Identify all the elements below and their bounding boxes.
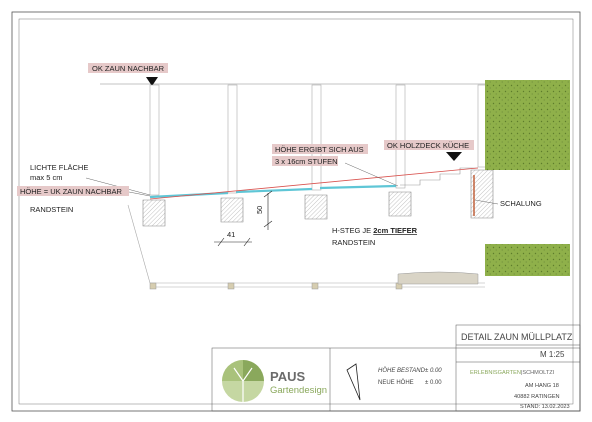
legend-new-label: NEUE HÖHE <box>378 379 414 386</box>
hedge-upper <box>485 80 570 170</box>
label-bg-stufen <box>272 156 338 166</box>
footing <box>388 191 412 217</box>
level-marker-nachbar-icon <box>146 77 158 86</box>
label-h-steg-randstein: RANDSTEIN <box>332 238 375 247</box>
dimension-50-text: 50 <box>255 206 264 214</box>
fence-post <box>311 84 322 191</box>
label-h-steg: H-STEG JE 2cm TIEFER <box>332 226 418 235</box>
label-schalung: SCHALUNG <box>500 199 542 208</box>
label-bg-hoehe-ergibt <box>272 144 368 154</box>
dimension-50 <box>263 190 273 230</box>
hedge-lower <box>485 244 570 276</box>
fence-post <box>395 84 406 189</box>
label-ok-holzdeck: OK HOLZDECK KÜCHE <box>387 141 469 150</box>
fence-posts <box>149 84 488 196</box>
sheet-date: STAND: 13.02.2023 <box>520 404 570 410</box>
label-randstein: RANDSTEIN <box>30 205 73 214</box>
label-hoehe-ergibt: HÖHE ERGIBT SICH AUS <box>275 145 364 154</box>
north-arrow-icon <box>346 363 361 401</box>
sheet-title: DETAIL ZAUN MÜLLPLATZ <box>461 332 573 342</box>
footing <box>142 199 166 227</box>
label-hoehe-uk-zaun: HÖHE = UK ZAUN NACHBAR <box>20 187 122 196</box>
address-city: 40882 RATINGEN <box>514 394 560 400</box>
sheet-scale: M 1:25 <box>540 350 565 359</box>
project-name: ERLEBNISGARTEN|SCHMOLTZI <box>470 370 555 376</box>
paving-stones <box>397 271 479 285</box>
steps-outline <box>400 167 478 186</box>
ground-markers <box>149 282 403 290</box>
label-lichte-flaeche: LICHTE FLÄCHE <box>30 163 88 172</box>
logo-name: PAUS <box>270 369 305 384</box>
legend-existing-value: ± 0.00 <box>425 368 442 374</box>
legend-new-value: ± 0.00 <box>425 380 442 386</box>
dimension-41 <box>214 237 252 247</box>
label-bg-ok-holzdeck <box>384 140 474 150</box>
legend-existing-label: HÖHE BESTAND <box>378 367 426 374</box>
label-stufen: 3 x 16cm STUFEN <box>275 157 338 166</box>
footings <box>142 169 494 227</box>
fence-post <box>227 84 238 194</box>
address-street: AM HANG 18 <box>525 383 559 389</box>
footing <box>304 194 328 220</box>
surface-lines <box>149 167 479 200</box>
sheet-inner-border <box>18 18 574 405</box>
logo-sub: Gartendesign <box>270 385 327 396</box>
title-block <box>211 324 581 412</box>
footing <box>220 197 244 223</box>
label-bg-hoehe-uk <box>17 186 129 196</box>
logo: PAUS Gartendesign <box>222 360 327 402</box>
label-ok-zaun-nachbar: OK ZAUN NACHBAR <box>92 64 165 73</box>
dimension-41-text: 41 <box>227 230 235 239</box>
level-marker-deck-icon <box>446 152 462 161</box>
label-bg-ok-zaun <box>88 63 168 73</box>
label-max-5cm: max 5 cm <box>30 173 63 182</box>
fence-post <box>149 84 160 196</box>
